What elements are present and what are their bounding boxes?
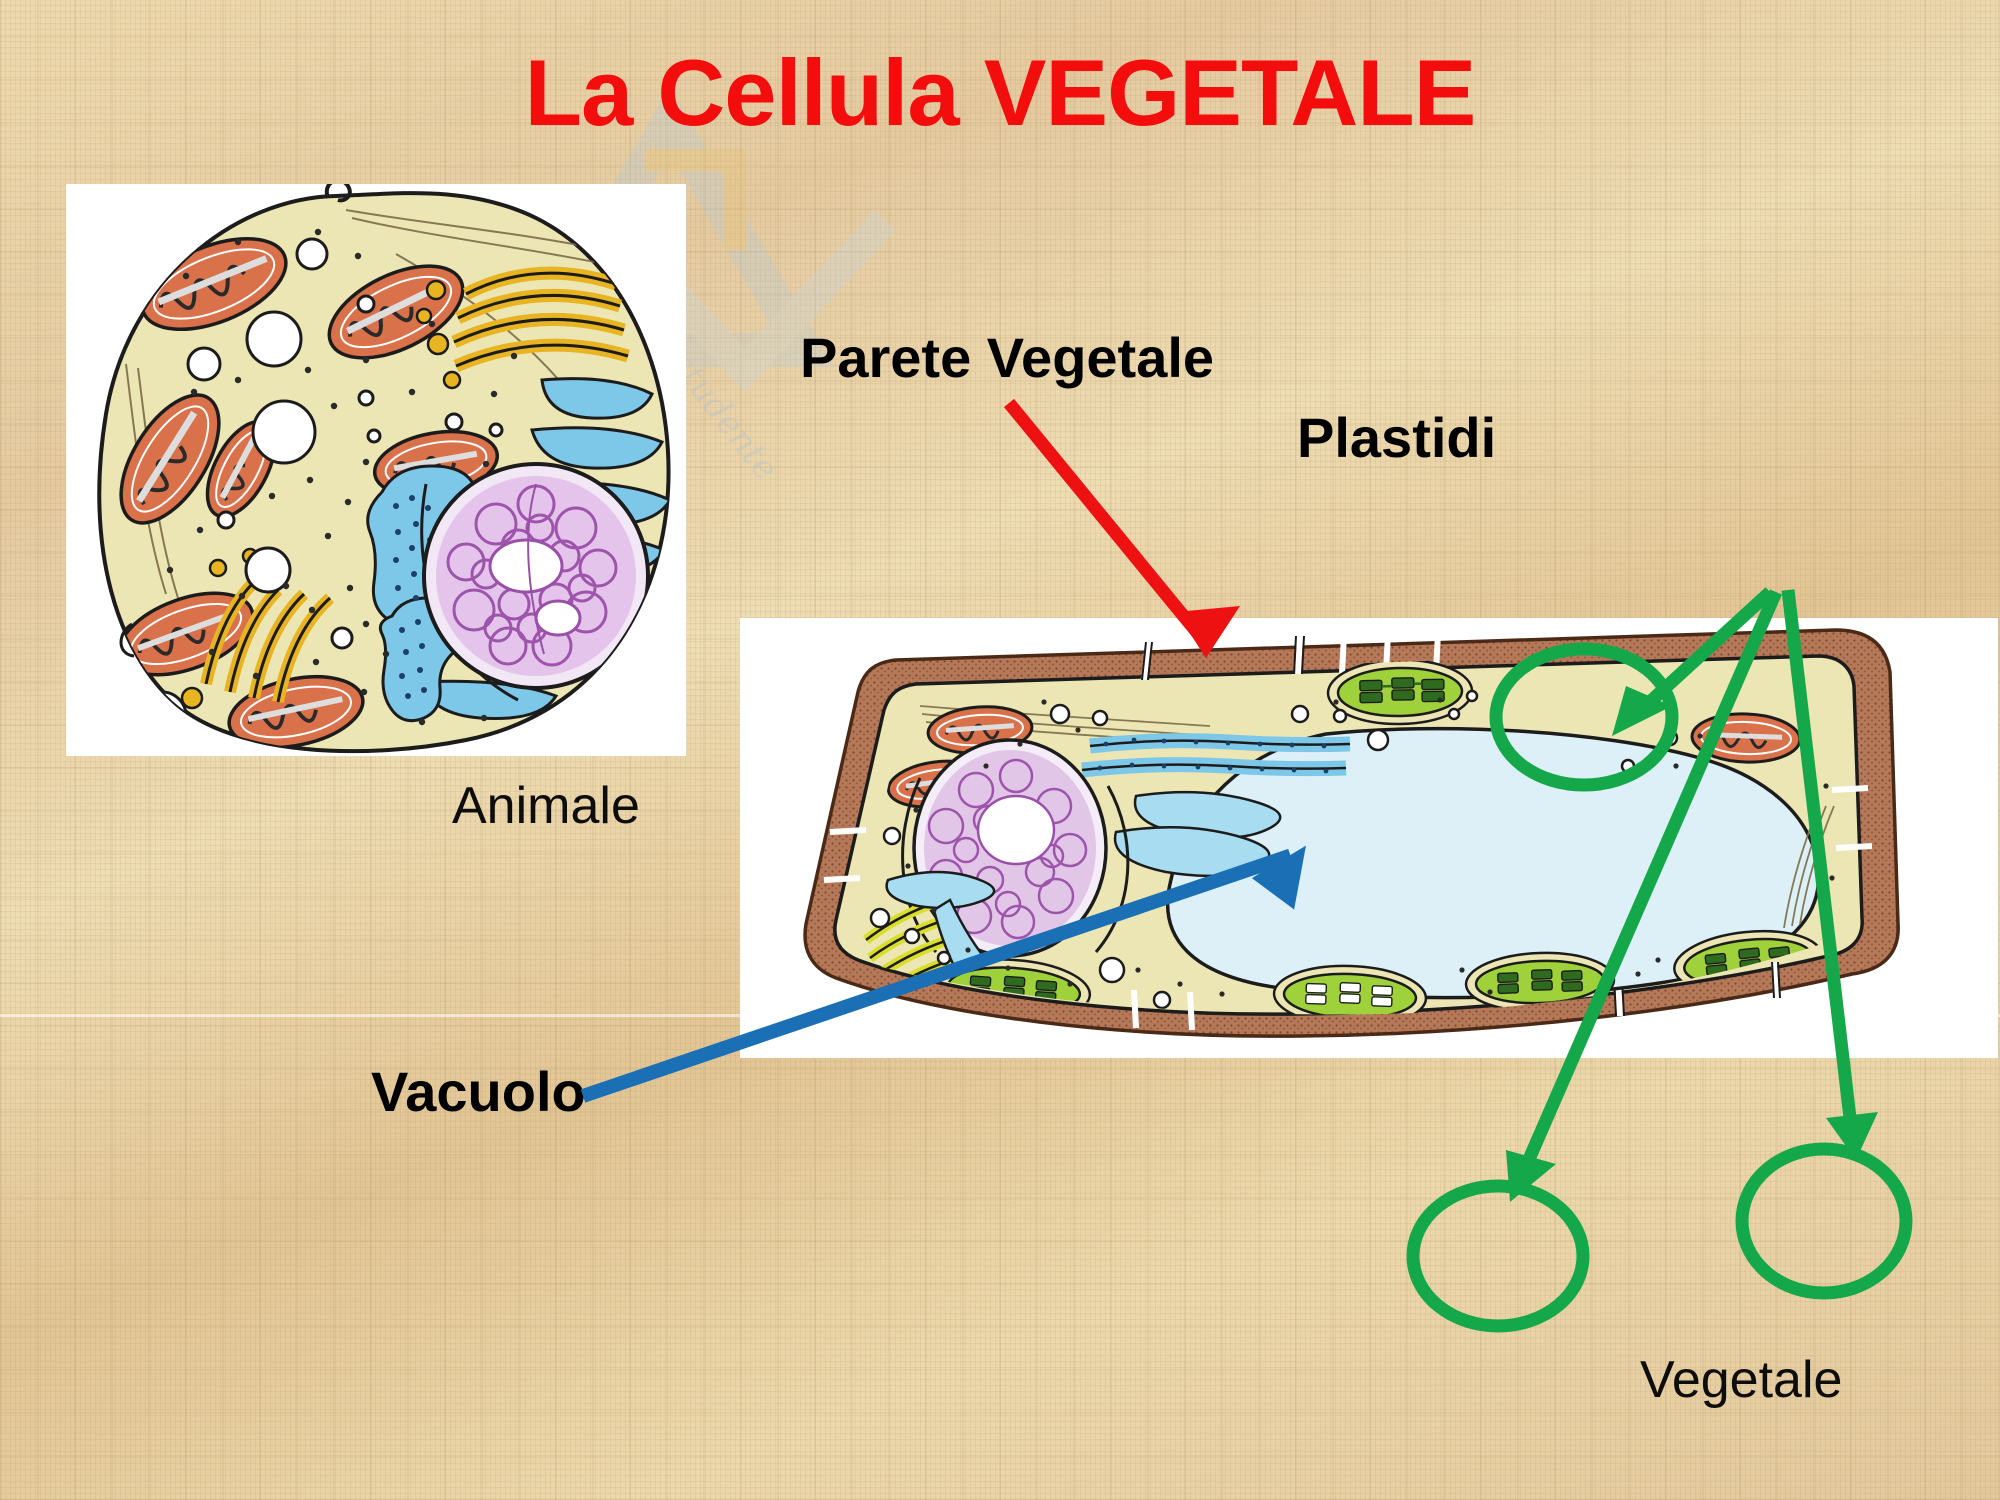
plant-smooth-er	[1113, 790, 1282, 878]
animal-ribosomes	[166, 228, 542, 728]
highlight-circle-bottom-right	[1735, 1142, 1913, 1300]
animal-nucleus	[422, 462, 650, 690]
page-title: La Cellula VEGETALE	[524, 40, 1477, 145]
animal-golgi-upper	[451, 266, 630, 372]
highlight-circle-bottom-center	[1406, 1179, 1590, 1333]
animal-membrane-notch	[119, 622, 135, 658]
plant-rough-er	[1081, 733, 1351, 778]
animal-cell-panel	[66, 184, 686, 756]
caption-animale: Animale	[452, 777, 640, 835]
plant-cell-diagram	[803, 628, 1900, 1038]
animal-golgi-lower	[200, 579, 335, 704]
chloroplast-bottom-mid-left	[1272, 964, 1428, 1015]
caption-vegetale: Vegetale	[1640, 1351, 1843, 1409]
animal-membrane-bump	[324, 184, 352, 203]
annotation-label-vacuolo: Vacuolo	[371, 1060, 586, 1123]
annotation-label-parete-vegetale: Parete Vegetale	[800, 326, 1215, 389]
animal-cell-diagram	[97, 184, 671, 754]
animal-golgi-vesicles-upper	[415, 279, 462, 390]
plant-cell-panel	[740, 618, 1998, 1058]
annotation-label-plastidi: Plastidi	[1297, 406, 1497, 469]
chloroplast-top-right	[1326, 658, 1474, 726]
